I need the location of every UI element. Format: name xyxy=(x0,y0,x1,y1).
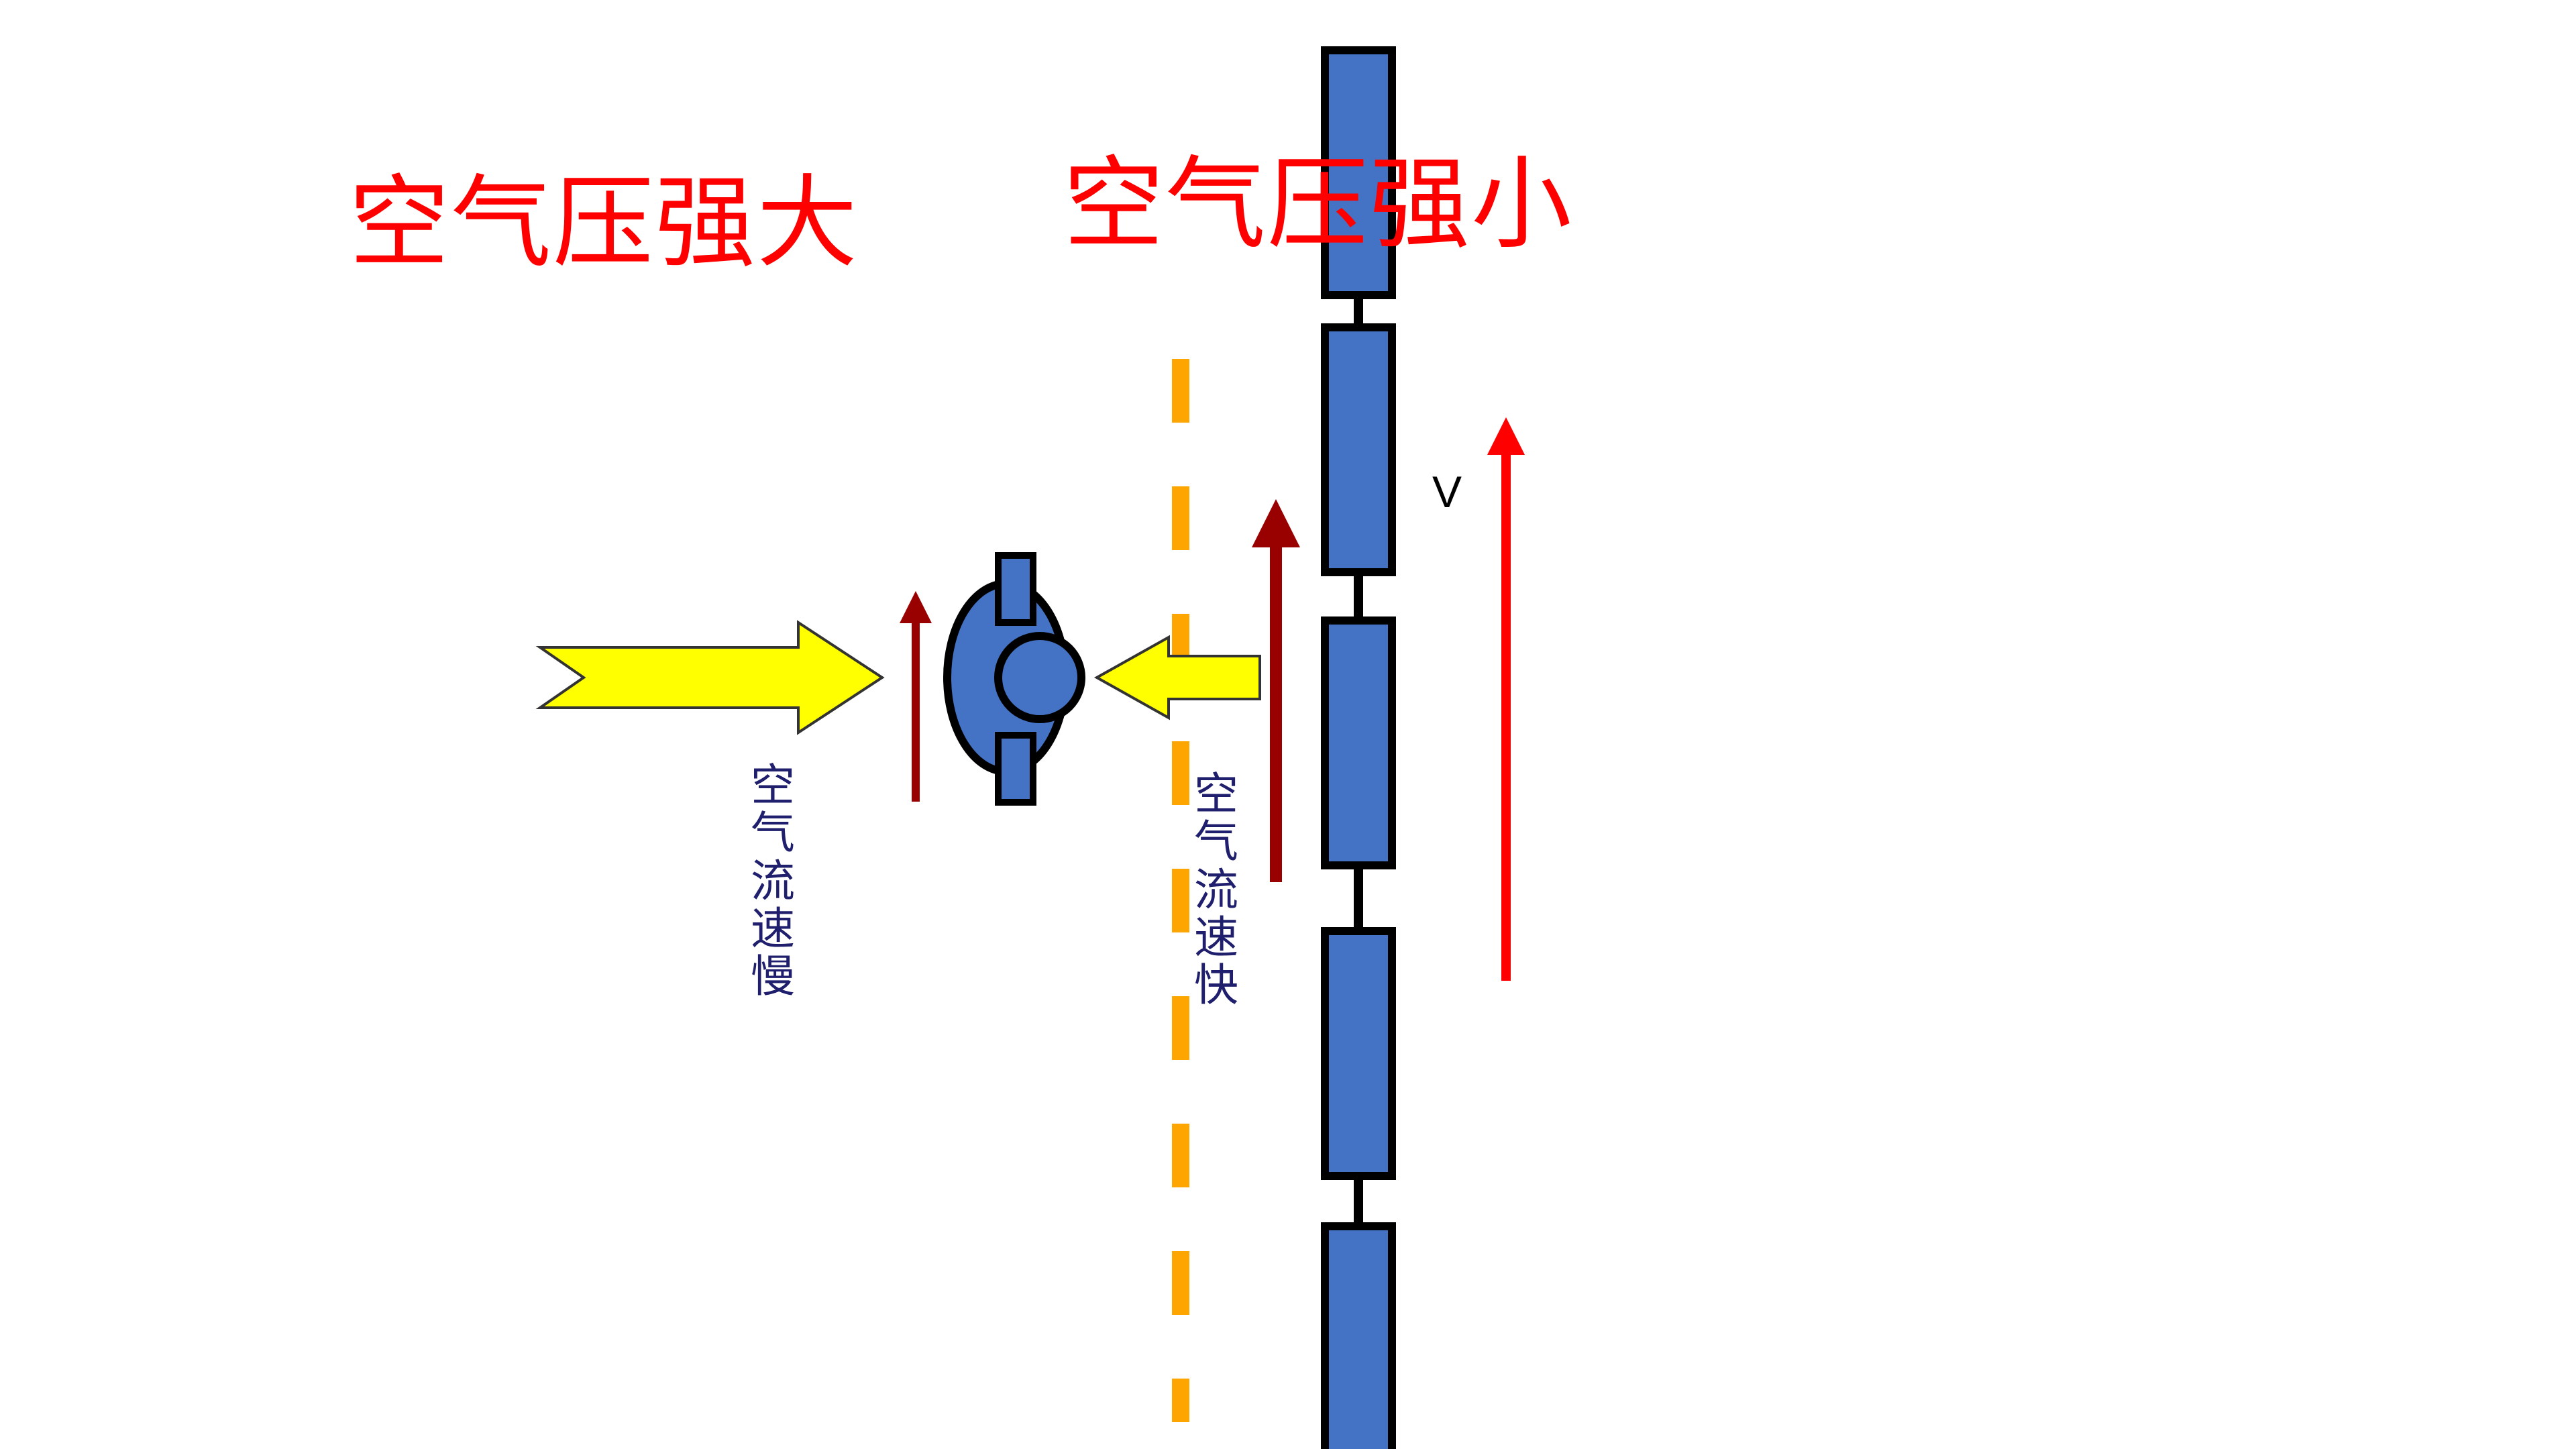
push-arrow-large xyxy=(535,620,885,735)
person-top-view-icon xyxy=(943,552,1085,806)
train-car xyxy=(1321,46,1396,299)
label-fast-flow: 空气流速快 xyxy=(1194,768,1238,1012)
train-cars-icon xyxy=(1321,46,1396,1449)
push-arrow-small xyxy=(1093,635,1261,720)
train-car xyxy=(1321,1222,1396,1449)
train-car xyxy=(1321,616,1396,869)
label-velocity: V xyxy=(1432,467,1462,517)
train-car xyxy=(1321,323,1396,576)
label-low-pressure: 空气压强小 xyxy=(1063,146,1574,263)
label-slow-flow: 空气流速慢 xyxy=(751,759,795,1003)
label-high-pressure: 空气压强大 xyxy=(349,165,859,282)
train-car xyxy=(1321,927,1396,1180)
